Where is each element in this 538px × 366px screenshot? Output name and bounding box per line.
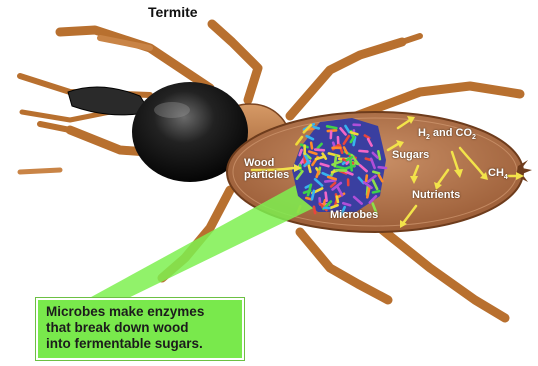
microbe-mark: [350, 160, 351, 170]
nutrients-label: Nutrients: [412, 190, 460, 202]
diagram-title: Termite: [148, 4, 198, 20]
microbe-mark: [300, 150, 302, 155]
h2-co2-mid: and CO: [430, 127, 472, 139]
microbe-mark: [326, 193, 327, 201]
ch4-label: CH4: [488, 168, 508, 182]
ch4-sub: 4: [504, 174, 508, 181]
microbe-mark: [327, 126, 336, 128]
microbe-mark: [309, 166, 311, 172]
microbe-mark: [336, 170, 346, 171]
wood-particles-label-line1: Wood: [244, 158, 289, 170]
callout-line2: that break down wood: [46, 320, 234, 336]
h2-co2-label: H2 and CO2: [418, 128, 476, 142]
microbe-mark: [317, 172, 319, 177]
microbe-mark: [314, 207, 315, 213]
callout-line3: into fermentable sugars.: [46, 336, 234, 352]
microbe-mark: [314, 127, 319, 128]
callout-line1: Microbes make enzymes: [46, 304, 234, 320]
wood-particles-label: Wood particles: [244, 158, 289, 181]
microbe-mark: [311, 143, 312, 148]
co2-sub: 2: [472, 134, 476, 141]
microbe-mark: [315, 150, 324, 151]
microbe-mark: [351, 132, 358, 134]
microbe-mark: [373, 172, 379, 174]
callout-pointer: [82, 180, 330, 302]
callout-box: Microbes make enzymes that break down wo…: [36, 298, 244, 360]
sugars-label: Sugars: [392, 150, 429, 162]
microbe-mark: [366, 176, 367, 181]
microbe-mark: [359, 151, 367, 152]
microbe-mark: [379, 167, 386, 168]
wood-particles-label-line2: particles: [244, 170, 289, 182]
microbe-mark: [373, 191, 379, 192]
microbes-label: Microbes: [330, 210, 378, 222]
microbe-mark: [325, 180, 335, 181]
termite-head: [68, 82, 248, 182]
microbe-mark: [337, 197, 338, 202]
ch4-c: CH: [488, 167, 504, 179]
h2-h: H: [418, 127, 426, 139]
